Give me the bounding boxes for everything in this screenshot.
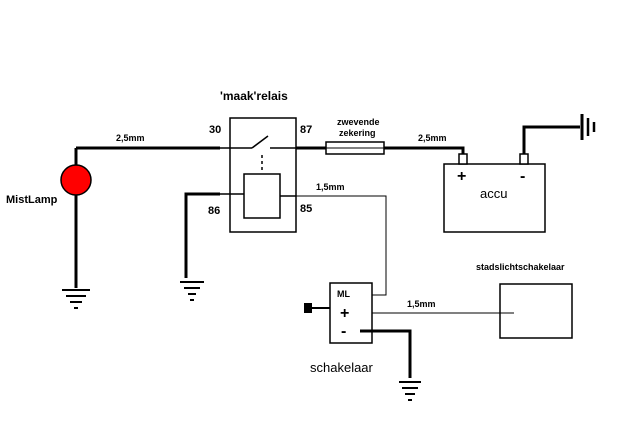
mist-lamp: MistLamp: [6, 148, 92, 288]
wire-fuse-battery: [384, 146, 465, 154]
parklight-switch-label: stadslichtschakelaar: [476, 262, 565, 272]
fuse-label-1: zwevende: [337, 117, 380, 127]
parklight-switch: stadslichtschakelaar: [476, 262, 573, 339]
mist-lamp-icon: [60, 164, 92, 196]
battery-minus-terminal: [519, 153, 529, 165]
switch-plus-sign: +: [340, 305, 349, 322]
fuse-label-2: zekering: [339, 128, 376, 138]
wire-relay-ground: [184, 192, 220, 278]
parklight-switch-box: [499, 283, 573, 339]
switch-connector: [304, 303, 312, 313]
switch: ML + - schakelaar: [310, 282, 374, 375]
relay-title: 'maak'relais: [220, 89, 288, 103]
wire-relay-switch: [296, 195, 387, 296]
switch-ground-icon: [399, 381, 421, 401]
battery-label: accu: [480, 186, 507, 201]
relay-ground-icon: [180, 281, 204, 301]
relay-coil: [243, 173, 281, 219]
battery-plus-terminal: [458, 153, 468, 165]
battery-box: [443, 163, 546, 233]
mist-lamp-label: MistLamp: [6, 194, 58, 206]
battery-plus-sign: +: [457, 168, 466, 185]
lamp-ground-icon: [62, 289, 90, 309]
fuse: zwevende zekering: [325, 117, 385, 155]
wire-label-relay-switch: 1,5mm: [316, 182, 345, 192]
wire-label-fuse-battery: 2,5mm: [418, 133, 447, 143]
relay-pin-30: 30: [209, 124, 221, 136]
relay: 30 87 86 85: [208, 117, 312, 233]
relay-box: [229, 117, 297, 233]
switch-ml-label: ML: [337, 289, 350, 299]
relay-contact-arm: [251, 135, 269, 149]
battery-ground-icon: [580, 114, 596, 140]
wire-label-lamp-relay: 2,5mm: [116, 133, 145, 143]
battery-minus-sign: -: [520, 168, 525, 185]
relay-pin-86: 86: [208, 205, 220, 217]
battery: + - accu: [443, 153, 546, 233]
switch-minus-sign: -: [341, 323, 346, 340]
relay-pin-87: 87: [300, 124, 312, 136]
wire-battery-ground: [522, 125, 580, 154]
relay-pin-85: 85: [300, 203, 312, 215]
wire-label-switch-parklight: 1,5mm: [407, 299, 436, 309]
wire-switch-ground: [360, 329, 412, 378]
switch-label: schakelaar: [310, 360, 374, 375]
